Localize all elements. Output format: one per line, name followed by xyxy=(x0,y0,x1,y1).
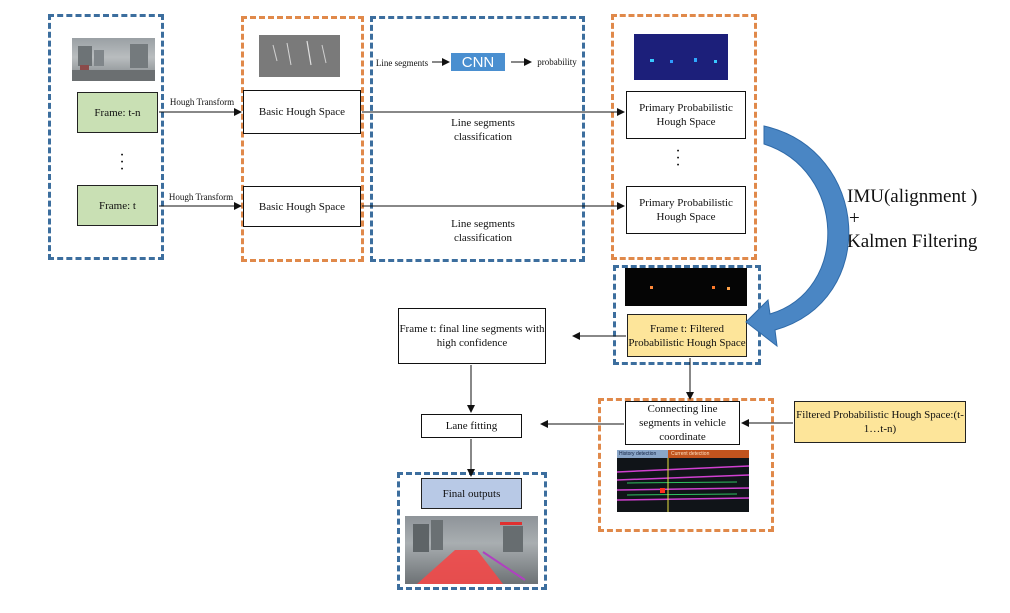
current-detection-label: Current detection xyxy=(671,451,710,457)
plus-label: + xyxy=(849,208,860,229)
vehicle-coordinate-thumbnail: History detection Current detection xyxy=(617,450,749,512)
imu-alignment-label: IMU(alignment ) xyxy=(847,186,978,207)
hough-space-thumbnail xyxy=(259,35,340,77)
road-frame-thumbnail xyxy=(72,38,155,81)
frame-t-box: Frame: t xyxy=(77,185,158,226)
primary-probabilistic-hough-box-1: Primary Probabilistic Hough Space xyxy=(626,91,746,139)
line-segments-input-label: Line segments xyxy=(375,58,429,68)
filtered-probabilistic-hough-box: Frame t: Filtered Probabilistic Hough Sp… xyxy=(627,314,747,357)
lane-fitting-box: Lane fitting xyxy=(421,414,522,438)
final-line-segments-box: Frame t: final line segments with high c… xyxy=(398,308,546,364)
input-frames-group xyxy=(48,14,164,260)
basic-hough-group xyxy=(241,16,364,262)
kalman-filtering-label: Kalmen Filtering xyxy=(847,231,978,252)
classification-group xyxy=(370,16,585,262)
basic-hough-space-box-2: Basic Hough Space xyxy=(243,186,361,227)
frames-ellipsis: ··· xyxy=(119,147,125,178)
connecting-line-segments-box: Connecting line segments in vehicle coor… xyxy=(625,401,740,445)
cnn-block: CNN xyxy=(451,53,505,71)
line-segments-classification-label-2: Line segments classification xyxy=(451,218,515,244)
history-detection-label: History detection xyxy=(619,451,657,457)
final-outputs-box: Final outputs xyxy=(421,478,522,509)
filtered-hough-heatmap-thumbnail xyxy=(625,268,747,306)
primary-hough-heatmap-thumbnail xyxy=(634,34,728,80)
final-output-thumbnail xyxy=(405,516,538,584)
probability-label: probability xyxy=(537,57,577,67)
primary-ellipsis: ··· xyxy=(675,143,681,174)
fusion-curved-arrow xyxy=(745,125,850,348)
line-segments-classification-label-1: Line segments classification xyxy=(451,117,515,143)
frame-t-minus-n-box: Frame: t-n xyxy=(77,92,158,133)
primary-hough-group xyxy=(611,14,757,260)
hough-transform-label-1: Hough Transform xyxy=(169,97,235,107)
primary-probabilistic-hough-box-2: Primary Probabilistic Hough Space xyxy=(626,186,746,234)
basic-hough-space-box-1: Basic Hough Space xyxy=(243,90,361,134)
history-filtered-hough-box: Filtered Probabilistic Hough Space:(t-1…… xyxy=(794,401,966,443)
hough-transform-label-2: Hough Transform xyxy=(168,192,234,202)
